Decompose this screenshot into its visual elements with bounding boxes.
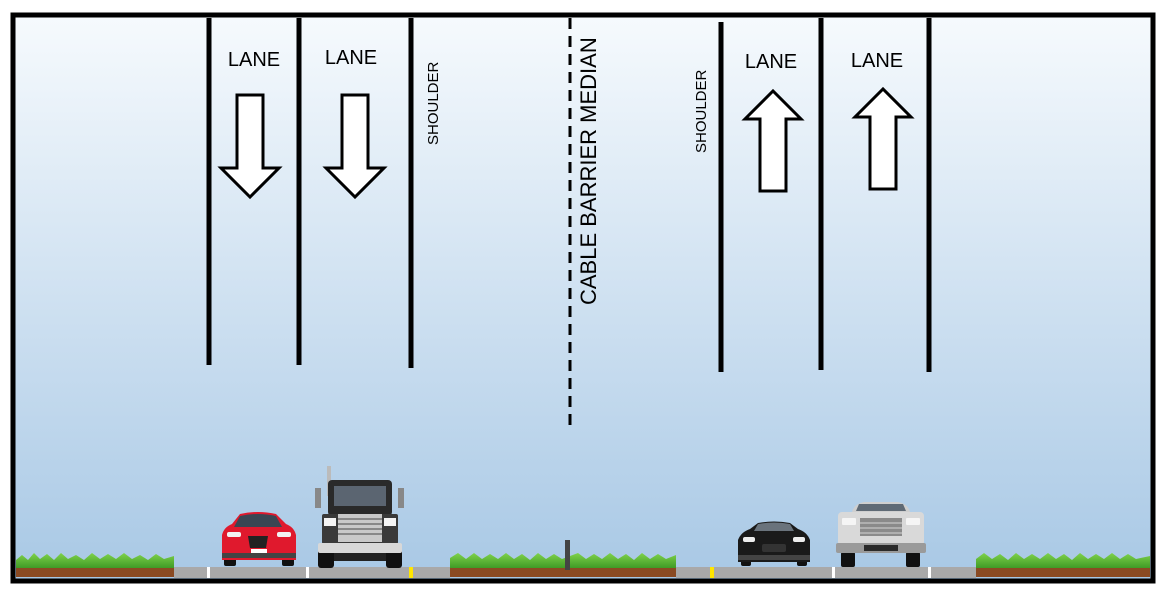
down-arrow-icon [322, 93, 388, 200]
right-verge-grass [976, 553, 1150, 568]
edge-line-white [207, 567, 210, 578]
edge-line-white [928, 567, 931, 578]
pavement-left [174, 567, 450, 578]
shoulder-label-right: SHOULDER [693, 69, 710, 153]
semi-truck-icon [315, 466, 404, 568]
edge-line-yellow [409, 567, 413, 578]
pavement-right [676, 567, 976, 578]
median-soil [450, 568, 676, 577]
lane-label-2: LANE [325, 47, 377, 69]
ground-strip [16, 540, 1150, 577]
lane-line-white-dashed [306, 567, 309, 578]
lane-label-4: LANE [851, 50, 903, 72]
up-arrow-icon [741, 88, 805, 193]
diagram-frame [10, 12, 1156, 584]
sky-background [13, 15, 1153, 581]
black-convertible-icon [738, 521, 810, 566]
lane-label-1: LANE [228, 49, 280, 71]
left-verge-soil [16, 568, 174, 577]
lane-label-3: LANE [745, 51, 797, 73]
up-arrow-icon [851, 86, 915, 191]
red-car-icon [222, 512, 296, 566]
right-verge-soil [976, 568, 1150, 577]
pickup-truck-icon [836, 502, 926, 567]
pavement [174, 567, 976, 578]
lane-line-white-dashed [832, 567, 835, 578]
shoulder-label-left: SHOULDER [425, 61, 442, 145]
left-verge-grass [16, 553, 174, 568]
cable-barrier-post [565, 540, 570, 570]
edge-line-yellow [710, 567, 714, 578]
lane-divider-lines [206, 18, 932, 372]
median-grass [450, 553, 676, 568]
down-arrow-icon [217, 93, 283, 200]
median-label: CABLE BARRIER MEDIAN [576, 37, 601, 305]
